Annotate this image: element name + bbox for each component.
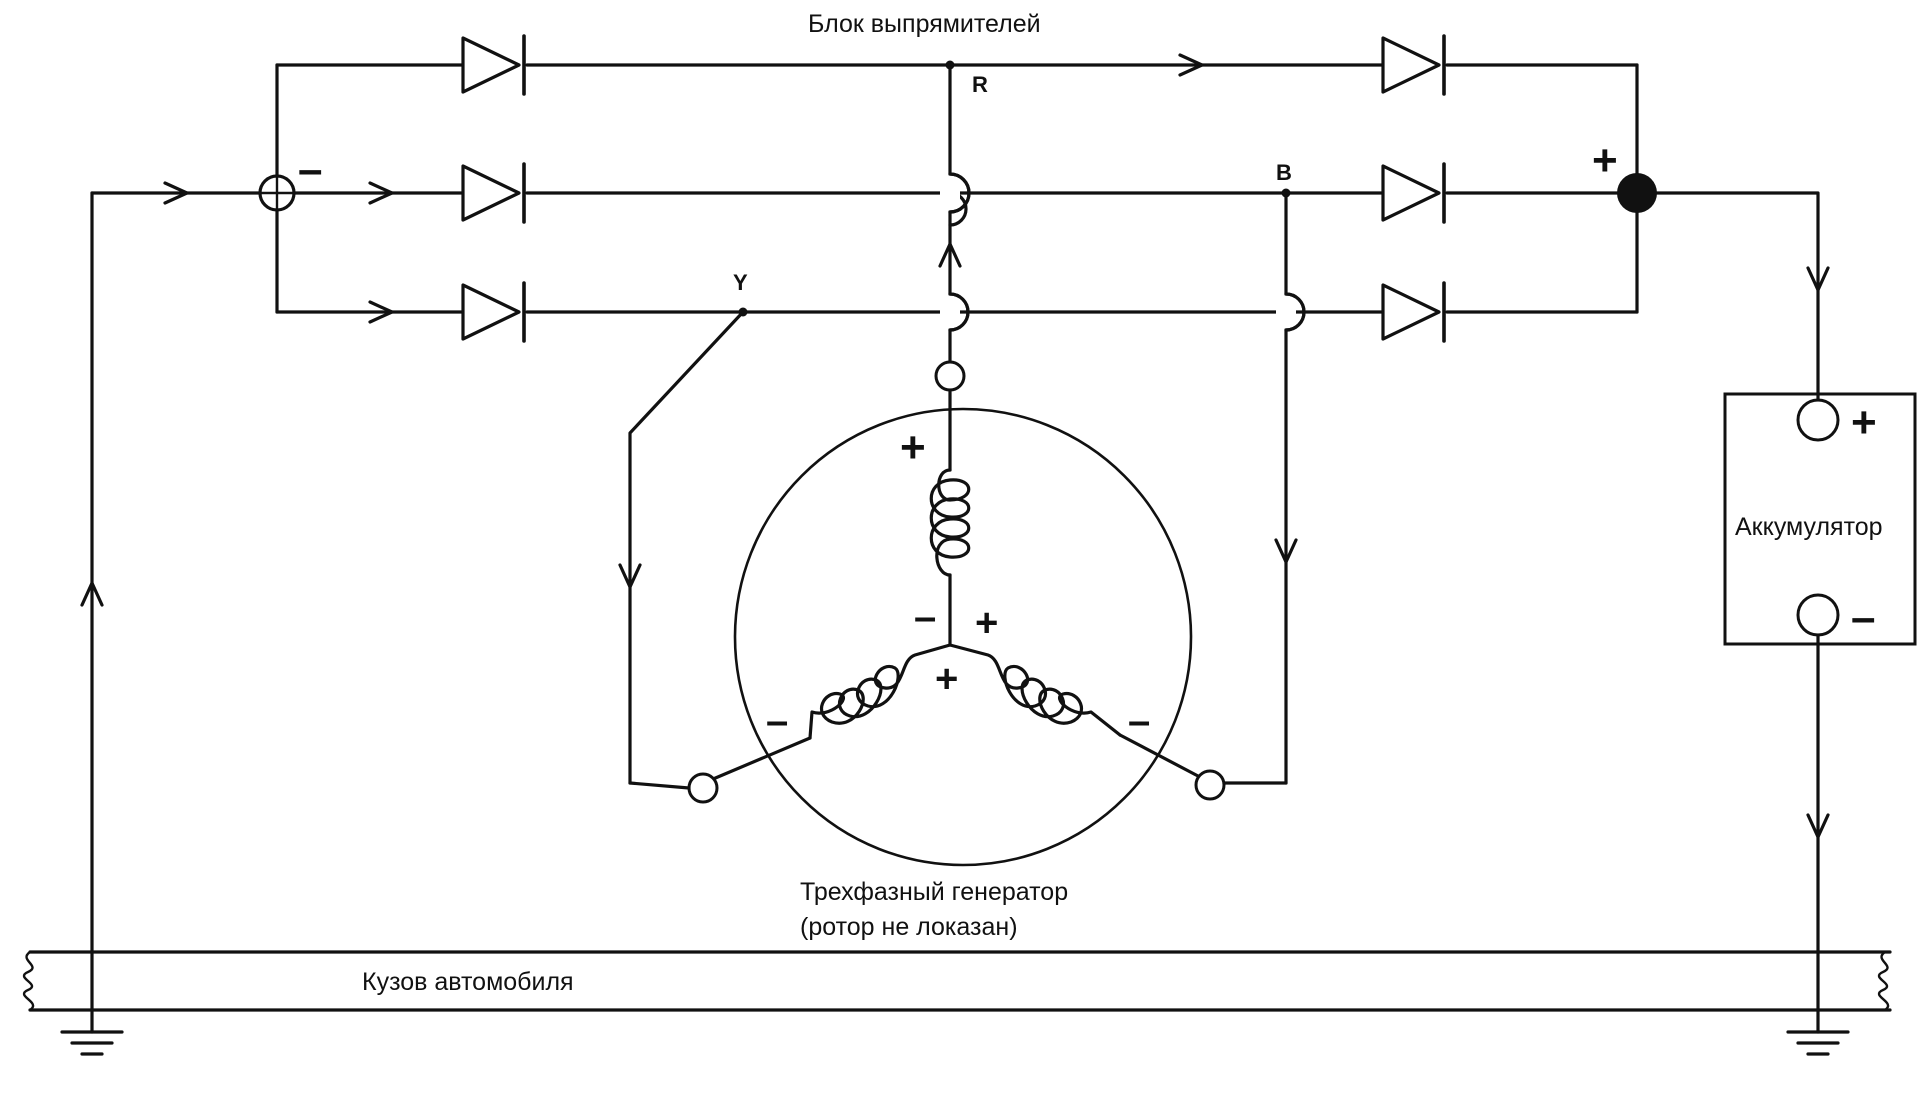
- node-r-label: R: [972, 72, 988, 97]
- generator-terminal-left: [687, 772, 719, 804]
- rectifier-wiring: [90, 63, 1639, 314]
- battery-positive-sign: +: [1851, 398, 1877, 447]
- generator-label-line2: (ротор не локазан): [800, 913, 1018, 941]
- node-y-label: Y: [733, 270, 748, 295]
- diode-middle-left: [461, 162, 526, 224]
- battery-terminal-positive: [1796, 398, 1840, 442]
- current-arrows: [80, 53, 1830, 839]
- diode-top-right: [1381, 34, 1446, 96]
- generator-terminal-right: [1194, 769, 1226, 801]
- node-b-label: B: [1276, 160, 1292, 185]
- coil-right-plus: +: [975, 601, 998, 645]
- coil-top-plus: +: [900, 423, 926, 472]
- ground-symbol-right: [1786, 1030, 1850, 1056]
- diode-bottom-left: [461, 281, 526, 343]
- stator-coil-left: [704, 643, 952, 784]
- coil-left-plus: +: [935, 657, 958, 701]
- battery-terminal-negative: [1796, 593, 1840, 637]
- generator-terminal-top: [934, 360, 966, 392]
- rectifier-block-label: Блок выпрямителей: [808, 10, 1041, 38]
- node-b-dot: [1281, 188, 1291, 198]
- positive-output-node: [1617, 173, 1657, 213]
- stator-coil-right: [948, 643, 1200, 778]
- diode-bottom-right: [1381, 281, 1446, 343]
- car-body-label: Кузов автомобиля: [362, 968, 574, 996]
- coil-right-minus: –: [1128, 699, 1150, 743]
- negative-junction-node: [258, 174, 296, 212]
- stator-coil-top: [929, 388, 971, 647]
- generator-label-line1: Трехфазный генератор: [800, 878, 1068, 906]
- positive-output-sign: +: [1592, 136, 1618, 185]
- battery-positive-wire: [1655, 191, 1820, 402]
- battery-negative-sign: –: [1851, 593, 1875, 642]
- coil-top-minus: –: [914, 595, 936, 639]
- ground-symbol-left: [60, 1030, 124, 1056]
- battery-label: Аккумулятор: [1735, 513, 1883, 541]
- coil-left-minus: –: [766, 699, 788, 743]
- diode-top-left: [461, 34, 526, 96]
- y-phase-lead: [628, 310, 745, 790]
- negative-junction-sign: –: [298, 145, 322, 194]
- node-r-dot: [945, 60, 955, 70]
- diode-middle-right: [1381, 162, 1446, 224]
- car-body-chassis: [22, 950, 1892, 1012]
- generator-housing: [733, 407, 1193, 867]
